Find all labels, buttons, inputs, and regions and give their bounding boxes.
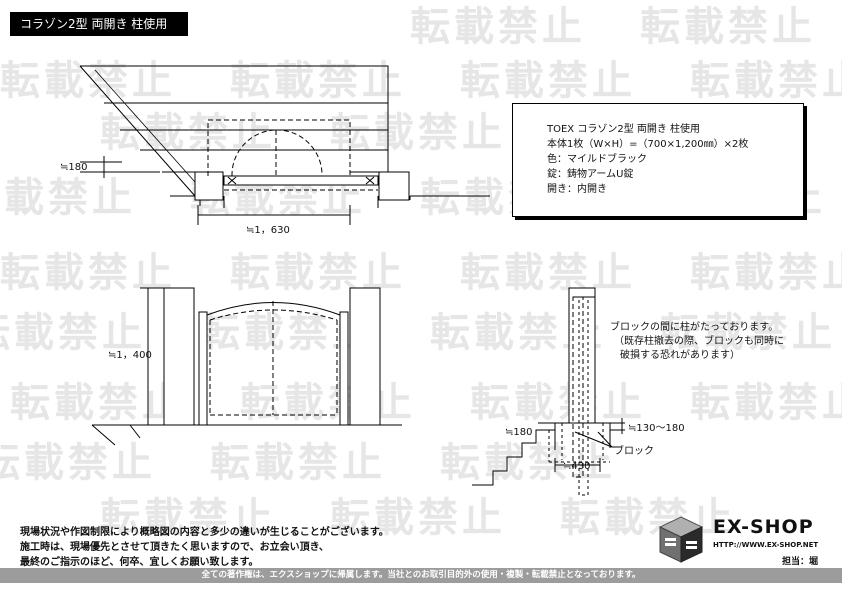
watermark: 転載禁止 xyxy=(660,310,836,356)
watermark: 転載禁止 xyxy=(690,380,842,426)
watermark: 転載禁止 xyxy=(690,250,842,296)
plan-view xyxy=(79,65,490,225)
front-post-right xyxy=(349,287,381,426)
front-height-dimension: ≒1，400 xyxy=(108,350,152,361)
logo-url: HTTP://WWW.EX-SHOP.NET xyxy=(713,541,819,549)
logo-name: EX-SHOP xyxy=(713,516,814,538)
spec-box: TOEX コラゾン2型 両開き 柱使用 本体1枚（W×H）=（700×1,200… xyxy=(512,103,804,217)
spec-product: TOEX コラゾン2型 両開き 柱使用 xyxy=(547,124,701,135)
cube-icon xyxy=(658,516,704,563)
watermark: 転載禁止 xyxy=(460,58,636,104)
watermark: 転載禁止 xyxy=(0,440,156,486)
footer-note-2: 施工時は、現場優先とさせて頂きたく思いますので、お立会い頂き、 xyxy=(20,542,329,553)
spec-lock: 錠：鋳物アームU錠 xyxy=(547,169,634,180)
watermark: 転載禁止 xyxy=(330,110,506,156)
plan-post-left xyxy=(194,171,224,201)
watermark: 転載禁止 xyxy=(640,4,816,50)
plan-post-right xyxy=(378,171,410,201)
spec-color: 色：マイルドブラック xyxy=(547,154,647,165)
watermark: 転載禁止 xyxy=(410,4,586,50)
watermark: 転載禁止 xyxy=(330,495,506,541)
watermark: 転載禁止 xyxy=(560,495,736,541)
block-label: ブロック xyxy=(614,446,654,457)
side-step-dimension: ≒180 xyxy=(505,427,533,438)
plan-depth-dimension: ≒180 xyxy=(60,162,88,173)
watermark: 転載禁止 xyxy=(0,310,146,356)
watermark: 転載禁止 xyxy=(100,495,276,541)
page-title: コラゾン2型 両開き 柱使用 xyxy=(10,12,188,36)
spec-size: 本体1枚（W×H）=（700×1,200㎜）×2枚 xyxy=(547,139,749,150)
watermark: 転載禁止 xyxy=(460,250,636,296)
side-width-dimension: ≒430 xyxy=(563,461,591,472)
block-note: ブロックの間に柱がたっております。 （既存柱撤去の際、ブロックも同時に 破損する… xyxy=(610,321,784,363)
footer-note-3: 最終のご指示のほど、何卒、宜しくお願い致します。 xyxy=(20,557,259,568)
spec-opening: 開き：内開き xyxy=(547,184,607,195)
block-note-line1: ブロックの間に柱がたっております。 xyxy=(610,322,779,333)
watermark: 転載禁止 xyxy=(470,380,646,426)
watermark: 転載禁止 xyxy=(240,380,416,426)
watermark: 転載禁止 xyxy=(100,110,276,156)
footer-notes: 現場状況や作図制限により概略図の内容と多少の違いが生じることがございます。 施工… xyxy=(20,525,389,570)
block-note-line3: 破損する恐れがあります） xyxy=(620,350,740,361)
watermark: 転載禁止 xyxy=(210,440,386,486)
exshop-logo: EX-SHOP HTTP://WWW.EX-SHOP.NET 担当：堀 xyxy=(656,512,826,567)
side-post-dimension: ≒130〜180 xyxy=(628,423,685,434)
watermark: 転載禁止 xyxy=(0,175,136,221)
front-post-left xyxy=(163,287,195,426)
staff-label: 担当：堀 xyxy=(782,557,819,567)
side-section xyxy=(472,287,625,496)
footer-note-1: 現場状況や作図制限により概略図の内容と多少の違いが生じることがございます。 xyxy=(20,527,389,538)
watermark: 転載禁止 xyxy=(10,380,186,426)
block-note-line2: （既存柱撤去の際、ブロックも同時に xyxy=(614,336,784,347)
watermark: 転載禁止 xyxy=(690,58,842,104)
plan-width-dimension: ≒1，630 xyxy=(246,225,290,236)
copyright-bar: 全ての著作権は、エクスショップに帰属します。当社とのお取引目的外の使用・複製・転… xyxy=(0,568,842,583)
front-elevation xyxy=(91,287,402,446)
